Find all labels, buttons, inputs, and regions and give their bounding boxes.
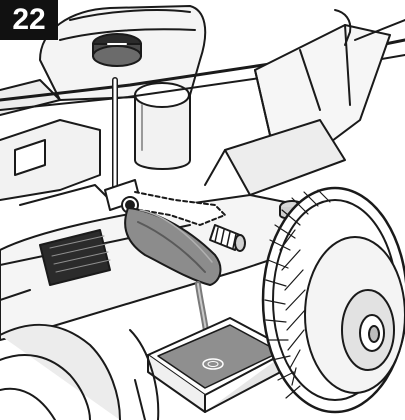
height-adjust-spring — [209, 224, 246, 252]
rear-wheel — [261, 186, 405, 414]
step-number-badge: 22 — [0, 0, 58, 40]
rear-deflector — [204, 9, 405, 196]
engine-tank — [134, 82, 191, 170]
front-wheel — [129, 329, 160, 420]
deck-vent-grille — [39, 229, 111, 286]
oil-collection-tray — [147, 317, 291, 413]
engine-housing — [0, 5, 207, 206]
oil-filler-cap — [92, 33, 142, 67]
oil-drain-guide — [124, 207, 222, 286]
